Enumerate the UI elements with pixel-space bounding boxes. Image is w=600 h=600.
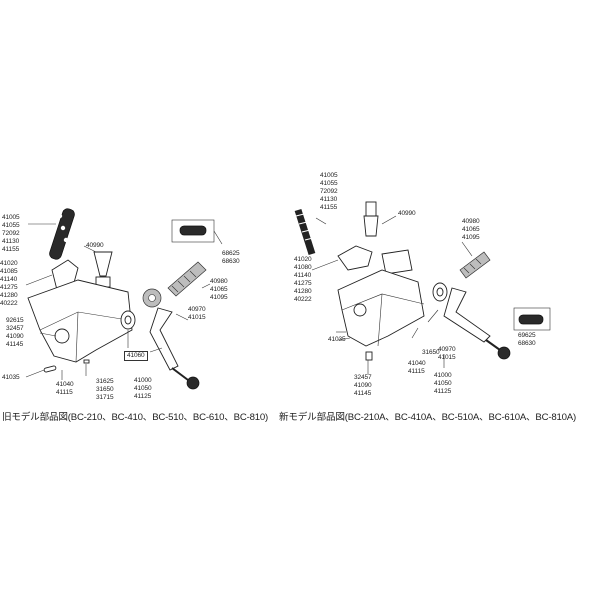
old-label-group-top: 41005 41055 72092 41130 41155 [2, 214, 20, 253]
handle-part [149, 307, 179, 371]
handle-knob [497, 346, 511, 360]
old-label-group-bottom-mid: 41040 41115 [56, 381, 74, 396]
old-label-41035: 41035 [2, 374, 20, 381]
old-label-group-left: 41020 41085 41140 41275 41280 40222 [0, 260, 18, 307]
old-model-caption: 旧モデル部品図(BC-210、BC-410、BC-510、BC-610、BC-8… [2, 412, 268, 423]
new-label-group-left: 41020 41080 41140 41275 41280 40222 [294, 256, 312, 303]
new-label-group-mid: 41040 41115 [408, 360, 426, 375]
jaw-part [337, 245, 373, 271]
cone-part [93, 251, 113, 277]
old-model-drawing [25, 208, 223, 390]
new-model-caption: 新モデル部品図(BC-210A、BC-410A、BC-510A、BC-610A、… [279, 412, 576, 423]
old-model-parts-diagram: 41005 41055 72092 41130 41155 40990 4102… [0, 180, 292, 440]
new-label-31650: 31650 [422, 349, 440, 356]
old-label-group-spring: 40980 41065 41095 [210, 278, 228, 301]
new-label-41035: 41035 [328, 336, 346, 343]
screw-part [167, 261, 207, 297]
new-label-group-small: 32457 41090 41145 [354, 374, 372, 397]
old-label-40990: 40990 [86, 242, 104, 249]
old-label-41060: 41060 [124, 351, 148, 361]
chain-part [294, 208, 316, 256]
new-label-group-handle: 40970 41015 [438, 346, 456, 361]
old-label-group-bottom-pins: 31625 31650 31715 [96, 378, 114, 401]
bolt-part [365, 201, 377, 217]
new-model-parts-diagram: 41005 41055 72092 41130 41155 40990 4102… [278, 160, 600, 440]
handle-knob [186, 376, 200, 390]
handle-part [443, 287, 491, 343]
new-label-group-spring: 40980 41065 41095 [462, 218, 480, 241]
vise-body [27, 279, 133, 363]
new-label-40990: 40990 [398, 210, 416, 217]
old-label-group-handle: 40970 41015 [188, 306, 206, 321]
new-model-drawing [294, 201, 551, 374]
new-label-group-bottom: 41000 41050 41125 [434, 372, 452, 395]
screw-part [459, 251, 491, 279]
new-label-group-top: 41005 41055 72092 41130 41155 [320, 172, 338, 211]
old-label-group-left-mid: 92615 32457 41090 41145 [6, 317, 24, 348]
chain-part [49, 208, 75, 260]
old-label-group-right-top: 68625 68630 [222, 250, 240, 265]
new-label-group-link: 69625 68630 [518, 332, 536, 347]
old-label-group-bottom-right: 41000 41050 41125 [134, 377, 152, 400]
